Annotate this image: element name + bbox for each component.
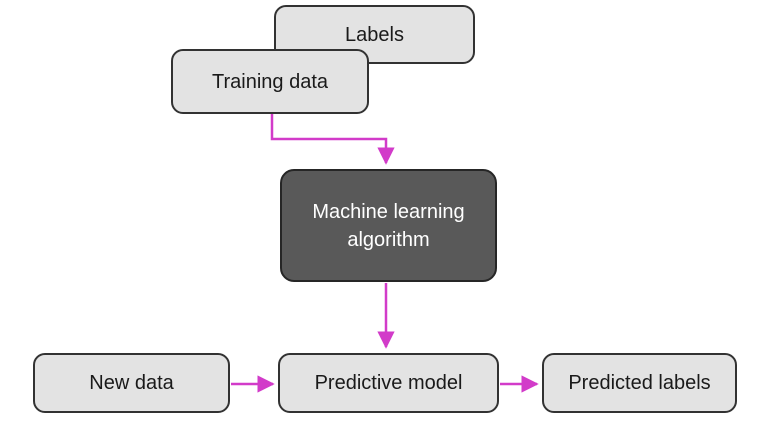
node-predictive-model: Predictive model (278, 353, 499, 413)
node-predicted-labels: Predicted labels (542, 353, 737, 413)
edge-training-to-algorithm (270, 114, 395, 165)
node-training-data: Training data (171, 49, 369, 114)
node-ml-algorithm-text: Machine learning algorithm (312, 200, 465, 251)
node-labels-text: Labels (345, 23, 404, 46)
node-new-data: New data (33, 353, 230, 413)
node-machine-learning-algorithm: Machine learning algorithm (280, 169, 497, 282)
node-predicted-labels-text: Predicted labels (568, 372, 711, 394)
node-new-data-text: New data (89, 372, 174, 394)
node-training-data-text: Training data (212, 70, 328, 93)
node-predictive-model-text: Predictive model (314, 372, 463, 394)
